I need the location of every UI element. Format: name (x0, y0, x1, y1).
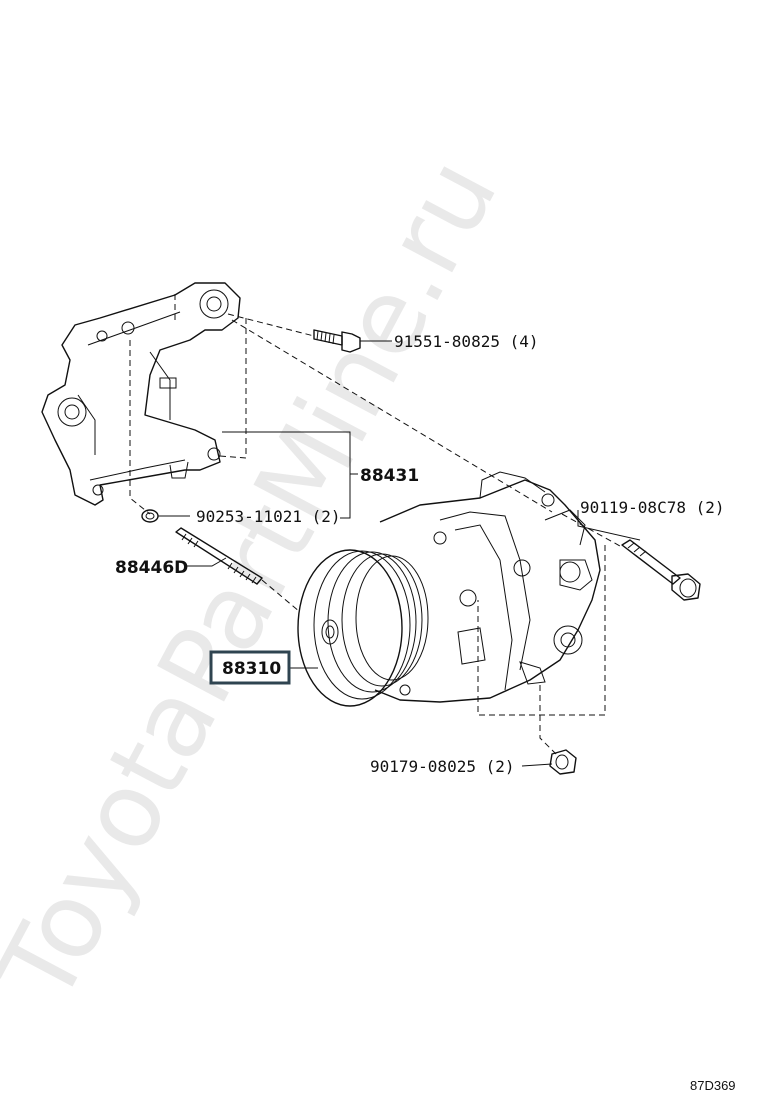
stud-88446D[interactable] (175, 527, 263, 585)
bolt-91551[interactable] (313, 329, 361, 353)
diagram-code: 87D369 (690, 1078, 736, 1093)
compressor-88310[interactable] (297, 471, 601, 707)
callout-91551-80825[interactable]: 91551-80825 (4) (394, 332, 539, 351)
leader-lines (158, 340, 641, 767)
callout-88310-highlight[interactable]: 88310 (209, 650, 291, 685)
alignment-lines (129, 292, 621, 755)
callout-90179-08025[interactable]: 90179-08025 (2) (370, 757, 515, 776)
callout-88310[interactable]: 88310 (222, 659, 281, 679)
callout-90119-08C78[interactable]: 90119-08C78 (2) (580, 498, 725, 517)
nut-90179[interactable] (549, 749, 577, 775)
callout-88446D[interactable]: 88446D (115, 558, 188, 578)
bolt-90119[interactable] (621, 539, 701, 601)
bracket-88431[interactable] (41, 282, 241, 506)
callout-88431[interactable]: 88431 (360, 466, 419, 486)
callout-90253-11021[interactable]: 90253-11021 (2) (196, 507, 341, 526)
nut-90253[interactable] (141, 509, 159, 523)
